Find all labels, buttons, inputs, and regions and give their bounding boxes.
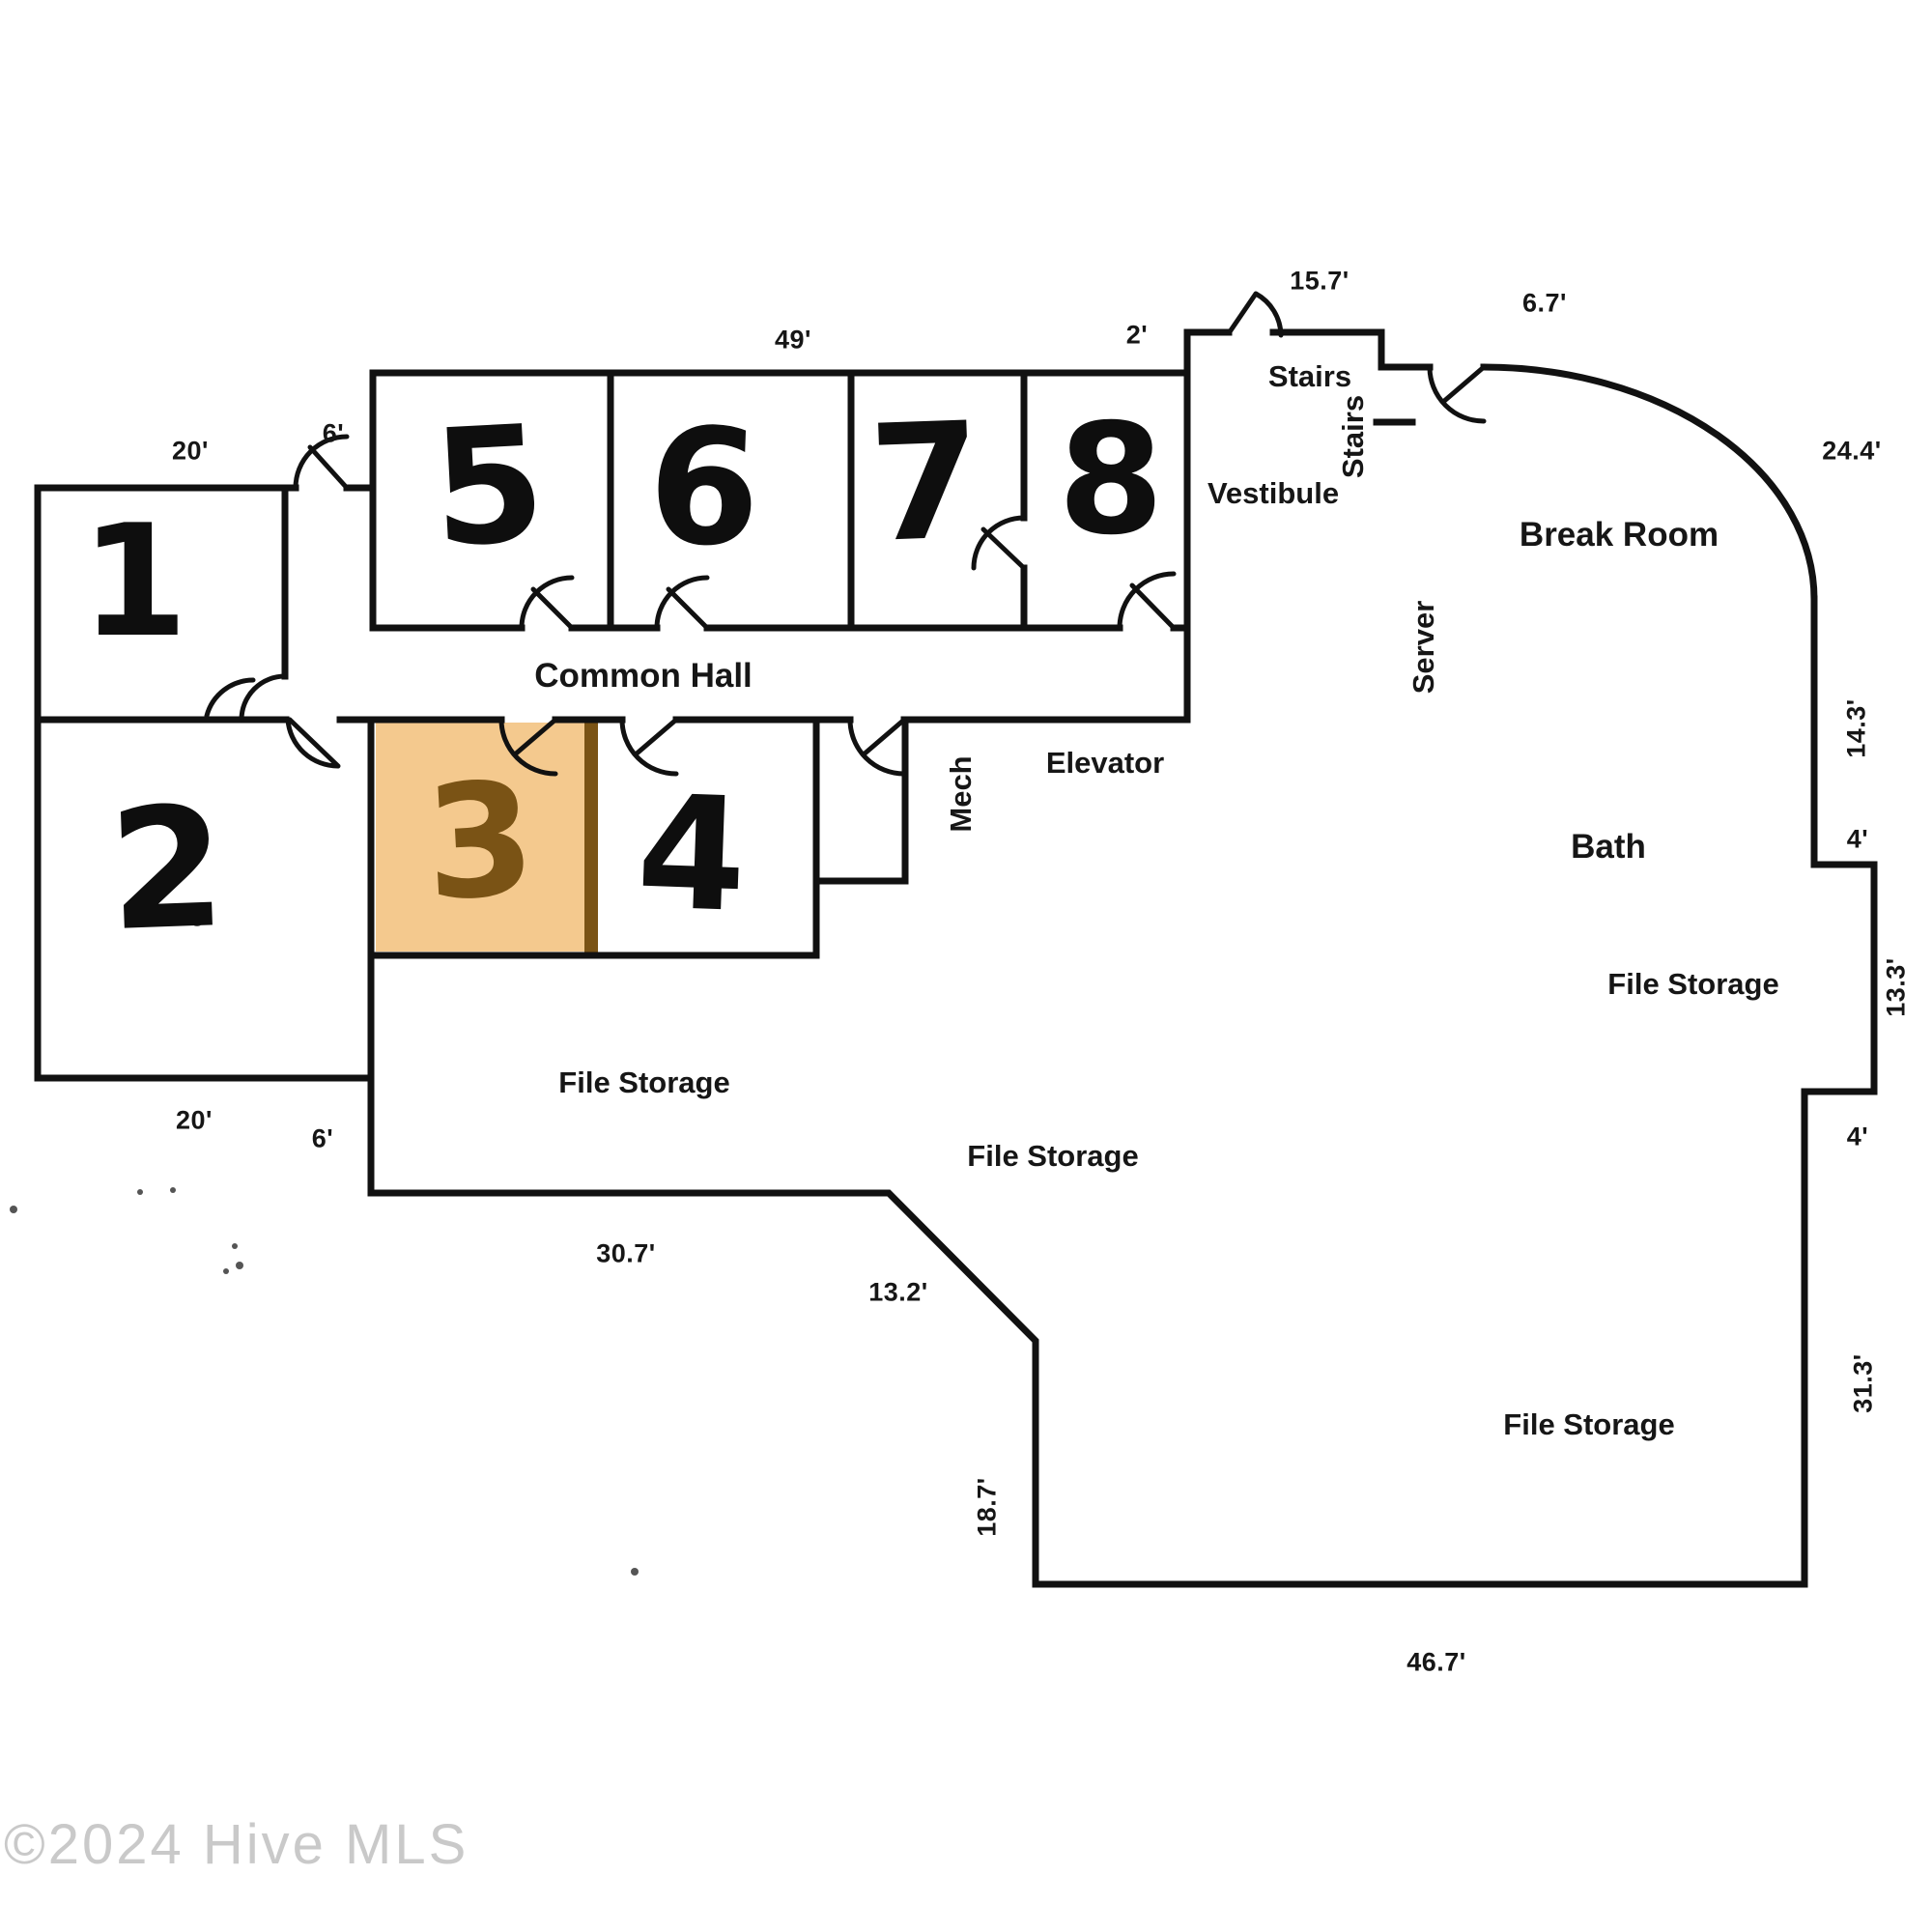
dim-break-room-curve: 24.4' — [1822, 436, 1882, 466]
unit4-door-arc — [619, 717, 679, 777]
dim-unit2-width: 20' — [176, 1105, 213, 1135]
dim-vestibule-width: 15.7' — [1290, 266, 1350, 296]
dim-bottom-notch: 18.7' — [972, 1477, 1002, 1537]
file-storage-center-label: File Storage — [967, 1139, 1139, 1173]
unit5-door-arc — [519, 575, 575, 631]
dim-left-step: 6' — [311, 1123, 334, 1153]
bath-label: Bath — [1571, 828, 1646, 866]
unit6-door-arc — [654, 575, 710, 631]
unit1-door-leaf — [204, 677, 256, 719]
watermark: ©2024 Hive MLS — [4, 1813, 469, 1876]
elevator-label: Elevator — [1045, 746, 1165, 780]
unit1-door-arc — [239, 673, 288, 723]
dim-entry-door: 6' — [322, 418, 345, 448]
file-storage-right-label: File Storage — [1607, 967, 1779, 1001]
dim-right-step-lower: 4' — [1846, 1122, 1869, 1151]
unit4-number: 4 — [634, 762, 750, 948]
unit3-number: 3 — [420, 749, 540, 936]
unit2-number: 2 — [105, 769, 229, 969]
scan-specks — [10, 915, 639, 1576]
vestibule-door-arc — [1226, 291, 1284, 338]
dim-units-5-8-width: 49' — [775, 325, 811, 355]
dim-file-storage-width: 30.7' — [596, 1238, 656, 1268]
vestibule-label: Vestibule — [1207, 476, 1340, 510]
dim-right-wall-lower: 31.3' — [1848, 1353, 1878, 1413]
door-arcs — [204, 291, 1487, 777]
unit7-unit8-door-arc — [971, 515, 1027, 571]
dim-stairs-door: 6.7' — [1522, 288, 1567, 318]
break-room-label: Break Room — [1519, 516, 1719, 554]
dim-unit1-width: 20' — [172, 436, 209, 466]
file-storage-bottom-label: File Storage — [1503, 1407, 1675, 1441]
unit8-number: 8 — [1058, 391, 1164, 569]
unit3-divider-accent — [584, 718, 598, 957]
dim-right-wall-mid: 13.3' — [1881, 957, 1911, 1017]
file-storage-left-label: File Storage — [558, 1065, 730, 1099]
dim-right-wall-upper: 14.3' — [1841, 698, 1871, 758]
unit3-door-arc — [498, 717, 558, 777]
unit8-door-arc — [1117, 571, 1177, 631]
mech-label: Mech — [944, 755, 978, 833]
entry-door-arc — [293, 434, 350, 491]
dim-diagonal-wall: 13.2' — [868, 1277, 928, 1307]
interior-walls — [34, 369, 1416, 1197]
unit1-number: 1 — [80, 491, 188, 671]
mech-door-arc — [847, 717, 907, 777]
dim-vestibule-jog: 2' — [1125, 320, 1149, 350]
unit7-number: 7 — [866, 388, 985, 579]
unit5-number: 5 — [428, 391, 550, 583]
unit2-door-arc — [285, 717, 341, 769]
stairs-top-label: Stairs — [1267, 359, 1352, 393]
unit6-number: 6 — [644, 393, 764, 583]
unit3-highlight — [376, 723, 584, 952]
stairs-side-label: Stairs — [1336, 394, 1370, 479]
server-label: Server — [1406, 600, 1440, 695]
stairs-door-arc — [1427, 364, 1487, 424]
dim-bottom-width: 46.7' — [1406, 1647, 1466, 1677]
dim-right-step-upper: 4' — [1846, 824, 1869, 854]
common-hall-label: Common Hall — [534, 657, 753, 695]
